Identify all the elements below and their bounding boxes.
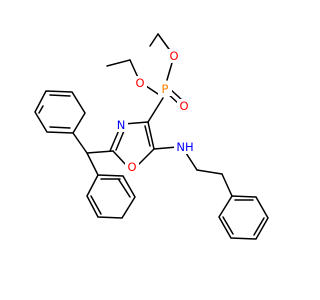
atom-o-ether-upper-left: O — [135, 76, 144, 90]
atom-n-ring: N — [117, 118, 126, 132]
ring-phenyl-upper-left-double-1 — [49, 126, 71, 129]
ring-phenyl-upper-left-double-2 — [49, 94, 71, 97]
bond-c5-c4-double-a — [147, 121, 155, 150]
ring-phenyl-upper-left-double-3 — [38, 105, 44, 114]
bond-ch-phenyl-lower — [86, 152, 99, 176]
atom-nh-amine: NH — [176, 140, 193, 154]
bond-p-c4 — [147, 97, 164, 123]
bond-ch2-phenyl — [221, 173, 233, 197]
bond-c5-nh — [153, 146, 178, 150]
ring-phenyl-lower-right-double-1 — [222, 216, 234, 235]
bond-layer — [34, 33, 269, 240]
atom-o-phosphoryl: O — [179, 99, 188, 113]
ring-phenyl-lower-left — [86, 174, 136, 219]
atom-o-ether-upper-right: O — [169, 49, 178, 63]
bond-n3-c2-double-b — [115, 130, 125, 151]
ring-phenyl-lower-right — [218, 195, 269, 240]
bond-n3-c2-double-a — [109, 129, 120, 152]
ring-phenyl-lower-right-double-2 — [253, 217, 265, 236]
ring-phenyl-lower-left-double-2 — [118, 179, 131, 198]
bond-c5-c4-double-b — [144, 125, 151, 147]
bond-nh-ch2 — [185, 152, 198, 171]
atom-label-layer: O O P O N O NH — [114, 49, 196, 174]
atom-o-ring: O — [127, 160, 136, 174]
bond-c2-ch — [86, 150, 114, 154]
atom-phosphorus: P — [162, 82, 169, 96]
bond-ethyl-left-ch3-ch2 — [106, 59, 131, 67]
ring-phenyl-lower-left-double-1 — [90, 195, 102, 215]
bond-ethyl-right-ch3-ch2 — [149, 33, 159, 47]
bond-ch2-ch2 — [196, 169, 223, 175]
bond-c2-o1 — [112, 150, 128, 167]
structure-diagram: O O P O N O NH — [34, 33, 269, 240]
bond-ch-phenyl-upper — [72, 132, 88, 154]
ring-phenyl-upper-left — [34, 90, 86, 134]
bond-o1-c5 — [136, 148, 155, 167]
